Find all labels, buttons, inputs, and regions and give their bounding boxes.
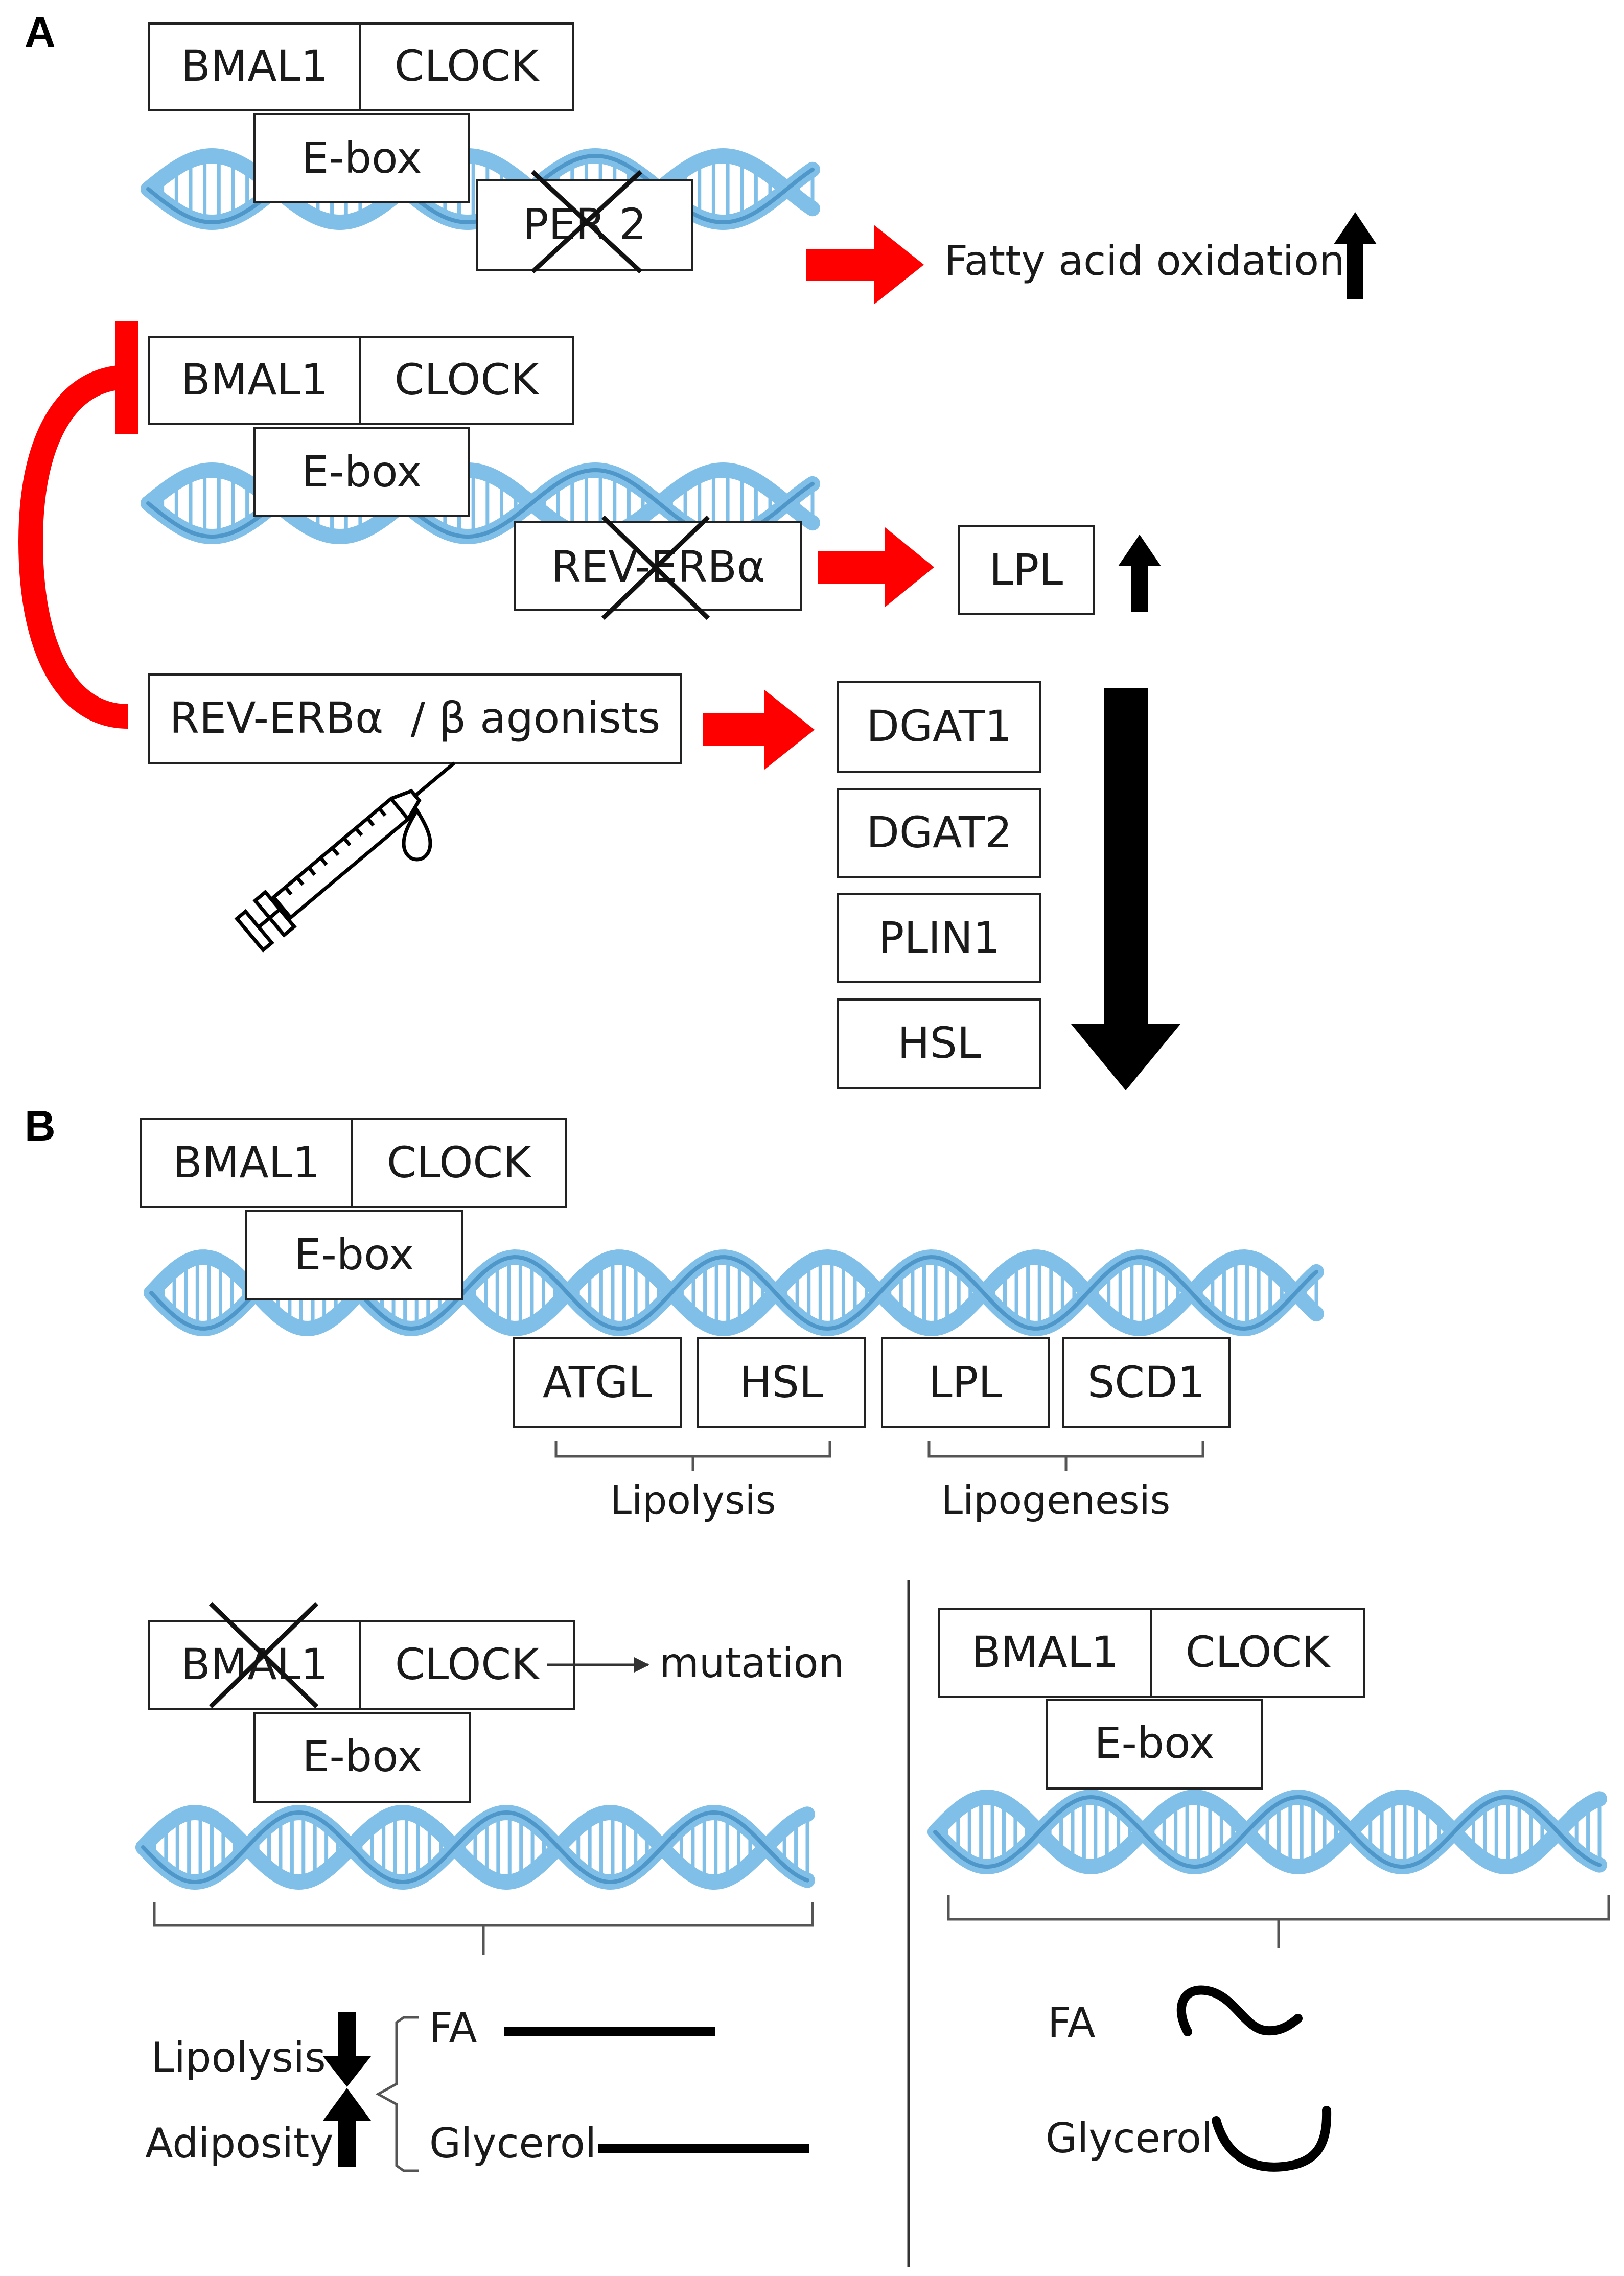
arrow-up-icon xyxy=(323,2088,371,2167)
lipogenesis-bracket xyxy=(927,1441,1204,1471)
svg-text:HSL: HSL xyxy=(739,1357,823,1407)
svg-text:CLOCK: CLOCK xyxy=(395,1639,540,1689)
svg-text:E-box: E-box xyxy=(1094,1718,1214,1768)
panel-label-b: B xyxy=(25,1102,56,1150)
svg-text:DGAT1: DGAT1 xyxy=(866,701,1012,751)
clock-box-a1: CLOCK xyxy=(359,22,574,111)
clock-box-b3: CLOCK xyxy=(1150,1608,1365,1698)
svg-text:CLOCK: CLOCK xyxy=(395,355,540,405)
svg-text:E-box: E-box xyxy=(302,1731,422,1781)
ebox-box-b1: E-box xyxy=(245,1210,463,1300)
dna-strand xyxy=(933,1795,1602,1869)
effect-bracket-left xyxy=(153,1902,814,1955)
arrow-down-icon xyxy=(1071,688,1180,1090)
plin1-box: PLIN1 xyxy=(837,893,1041,983)
arrow-up-icon xyxy=(1118,535,1161,612)
dna-strand xyxy=(141,1810,809,1885)
fatty-acid-oxidation-label: Fatty acid oxidation xyxy=(944,237,1345,285)
svg-text:CLOCK: CLOCK xyxy=(395,41,540,91)
bmal1-box-b3: BMAL1 xyxy=(938,1608,1152,1698)
fa-label-right: FA xyxy=(1048,1999,1096,2047)
svg-text:E-box: E-box xyxy=(301,133,422,183)
lipolysis-bracket xyxy=(554,1441,831,1471)
svg-text:CLOCK: CLOCK xyxy=(1186,1627,1331,1677)
red-arrow-lpl xyxy=(818,527,934,607)
dna-helix-b-right xyxy=(927,1789,1607,1875)
effect-bracket-right xyxy=(947,1895,1610,1948)
svg-text:PLIN1: PLIN1 xyxy=(878,913,1001,963)
dgat1-box: DGAT1 xyxy=(837,681,1041,773)
agonists-box: REV-ERBα / β agonists xyxy=(148,673,682,764)
svg-text:DGAT2: DGAT2 xyxy=(866,807,1012,857)
bmal1-box-a2: BMAL1 xyxy=(148,336,361,425)
mutation-label: mutation xyxy=(659,1639,844,1687)
inhibition-arc xyxy=(18,365,128,729)
lpl-box-b: LPL xyxy=(881,1337,1050,1428)
svg-text:E-box: E-box xyxy=(294,1229,414,1280)
dna-helix-b-left xyxy=(135,1804,815,1890)
dna-strand xyxy=(144,1249,1324,1337)
hsl-box-b: HSL xyxy=(697,1337,866,1428)
svg-text:LPL: LPL xyxy=(989,545,1063,595)
ebox-box-a1: E-box xyxy=(253,113,470,203)
ebox-box-b2: E-box xyxy=(253,1712,471,1803)
glycerol-level-line xyxy=(598,2144,809,2153)
clock-box-a2: CLOCK xyxy=(359,336,574,425)
svg-text:CLOCK: CLOCK xyxy=(387,1137,532,1188)
panel-label-a: A xyxy=(25,8,56,56)
svg-text:LPL: LPL xyxy=(929,1357,1002,1407)
svg-text:BMAL1: BMAL1 xyxy=(181,355,328,405)
arrow-up-icon xyxy=(1334,212,1377,299)
cross-out-icon xyxy=(208,1601,319,1709)
scd1-box: SCD1 xyxy=(1062,1337,1231,1428)
red-arrow-dgat xyxy=(703,690,815,770)
glycerol-label-left: Glycerol xyxy=(429,2120,596,2167)
fa-glycerol-bracket xyxy=(375,2016,419,2172)
syringe-icon xyxy=(234,761,456,953)
reverba-box: REV-ERBα xyxy=(514,521,802,611)
clock-box-b2: CLOCK xyxy=(359,1620,575,1710)
atgl-box: ATGL xyxy=(513,1337,682,1428)
dna-strand xyxy=(927,1789,1607,1875)
cross-out-icon xyxy=(530,170,643,274)
svg-text:HSL: HSL xyxy=(897,1018,981,1068)
arrow-down-icon xyxy=(323,2012,371,2087)
fa-oscillation-curve xyxy=(1176,1985,1303,2036)
bmal1-box-a1: BMAL1 xyxy=(148,22,361,111)
bmal1-box-b1: BMAL1 xyxy=(140,1118,353,1208)
svg-text:BMAL1: BMAL1 xyxy=(971,1627,1119,1677)
fa-level-line xyxy=(504,2027,715,2036)
ebox-box-b3: E-box xyxy=(1046,1699,1263,1790)
dgat2-box: DGAT2 xyxy=(837,788,1041,878)
lipolysis-label-top: Lipolysis xyxy=(610,1477,776,1523)
glycerol-oscillation-curve xyxy=(1212,2106,1332,2172)
droplet-icon xyxy=(402,807,432,862)
adiposity-label: Adiposity xyxy=(145,2120,334,2167)
fa-label-left: FA xyxy=(429,2004,477,2052)
svg-text:BMAL1: BMAL1 xyxy=(173,1137,320,1188)
svg-text:BMAL1: BMAL1 xyxy=(181,41,328,91)
lipolysis-label-bottom: Lipolysis xyxy=(151,2034,326,2081)
glycerol-label-right: Glycerol xyxy=(1046,2115,1213,2162)
cross-out-icon xyxy=(601,515,710,620)
ebox-box-a2: E-box xyxy=(253,427,470,517)
svg-text:REV-ERBα / β agonists: REV-ERBα / β agonists xyxy=(170,693,661,743)
svg-text:SCD1: SCD1 xyxy=(1087,1357,1205,1407)
lpl-box-a: LPL xyxy=(958,525,1095,615)
lipogenesis-label: Lipogenesis xyxy=(941,1477,1170,1523)
red-arrow-fatty-acid xyxy=(806,225,924,305)
inhibition-bar xyxy=(115,321,138,434)
clock-box-b1: CLOCK xyxy=(351,1118,567,1208)
hsl-box-a: HSL xyxy=(837,998,1041,1089)
svg-text:E-box: E-box xyxy=(301,447,422,497)
svg-text:ATGL: ATGL xyxy=(543,1357,652,1407)
dna-strand xyxy=(135,1804,815,1890)
